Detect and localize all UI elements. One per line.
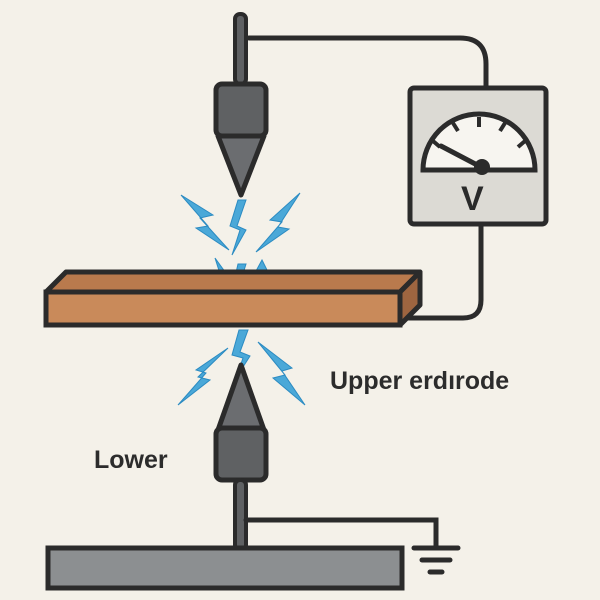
base-plate	[45, 545, 405, 591]
ground-wire	[243, 517, 439, 549]
plate-wire	[399, 219, 484, 321]
voltmeter-unit-label: V	[461, 180, 484, 218]
voltmeter-icon	[407, 85, 549, 227]
ground-symbol-icon	[411, 545, 461, 575]
copper-plate	[43, 269, 423, 328]
lower-electrode	[213, 362, 269, 552]
upper-wire	[246, 35, 489, 91]
spark-icon	[180, 192, 301, 256]
upper-electrode	[213, 12, 269, 198]
upper-electrode-label: Upper erdırode	[330, 367, 510, 395]
lower-electrode-label: Lower	[94, 446, 168, 474]
